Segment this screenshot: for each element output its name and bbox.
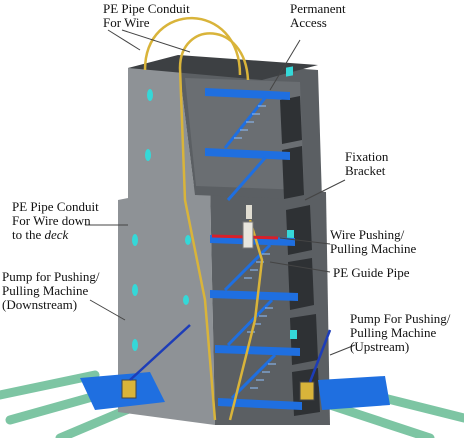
label-fixation-bracket: Fixation Bracket [345,150,388,178]
fixation-bracket [246,205,252,219]
pump-downstream [122,380,136,398]
label-pe-pipe-conduit-for-wire: PE Pipe Conduit For Wire [103,2,190,30]
label-pump-downstream: Pump for Pushing/ Pulling Machine (Downs… [2,270,100,312]
label-permanent-access: Permanent Access [290,2,346,30]
pump-upstream [300,382,314,400]
label-pe-pipe-conduit-deck: PE Pipe Conduit For Wire down to the dec… [12,200,99,242]
label-wire-pushing-machine: Wire Pushing/ Pulling Machine [330,228,416,256]
label-pump-upstream: Pump For Pushing/ Pulling Machine (Upstr… [350,312,450,354]
label-pe-guide-pipe: PE Guide Pipe [333,266,410,280]
